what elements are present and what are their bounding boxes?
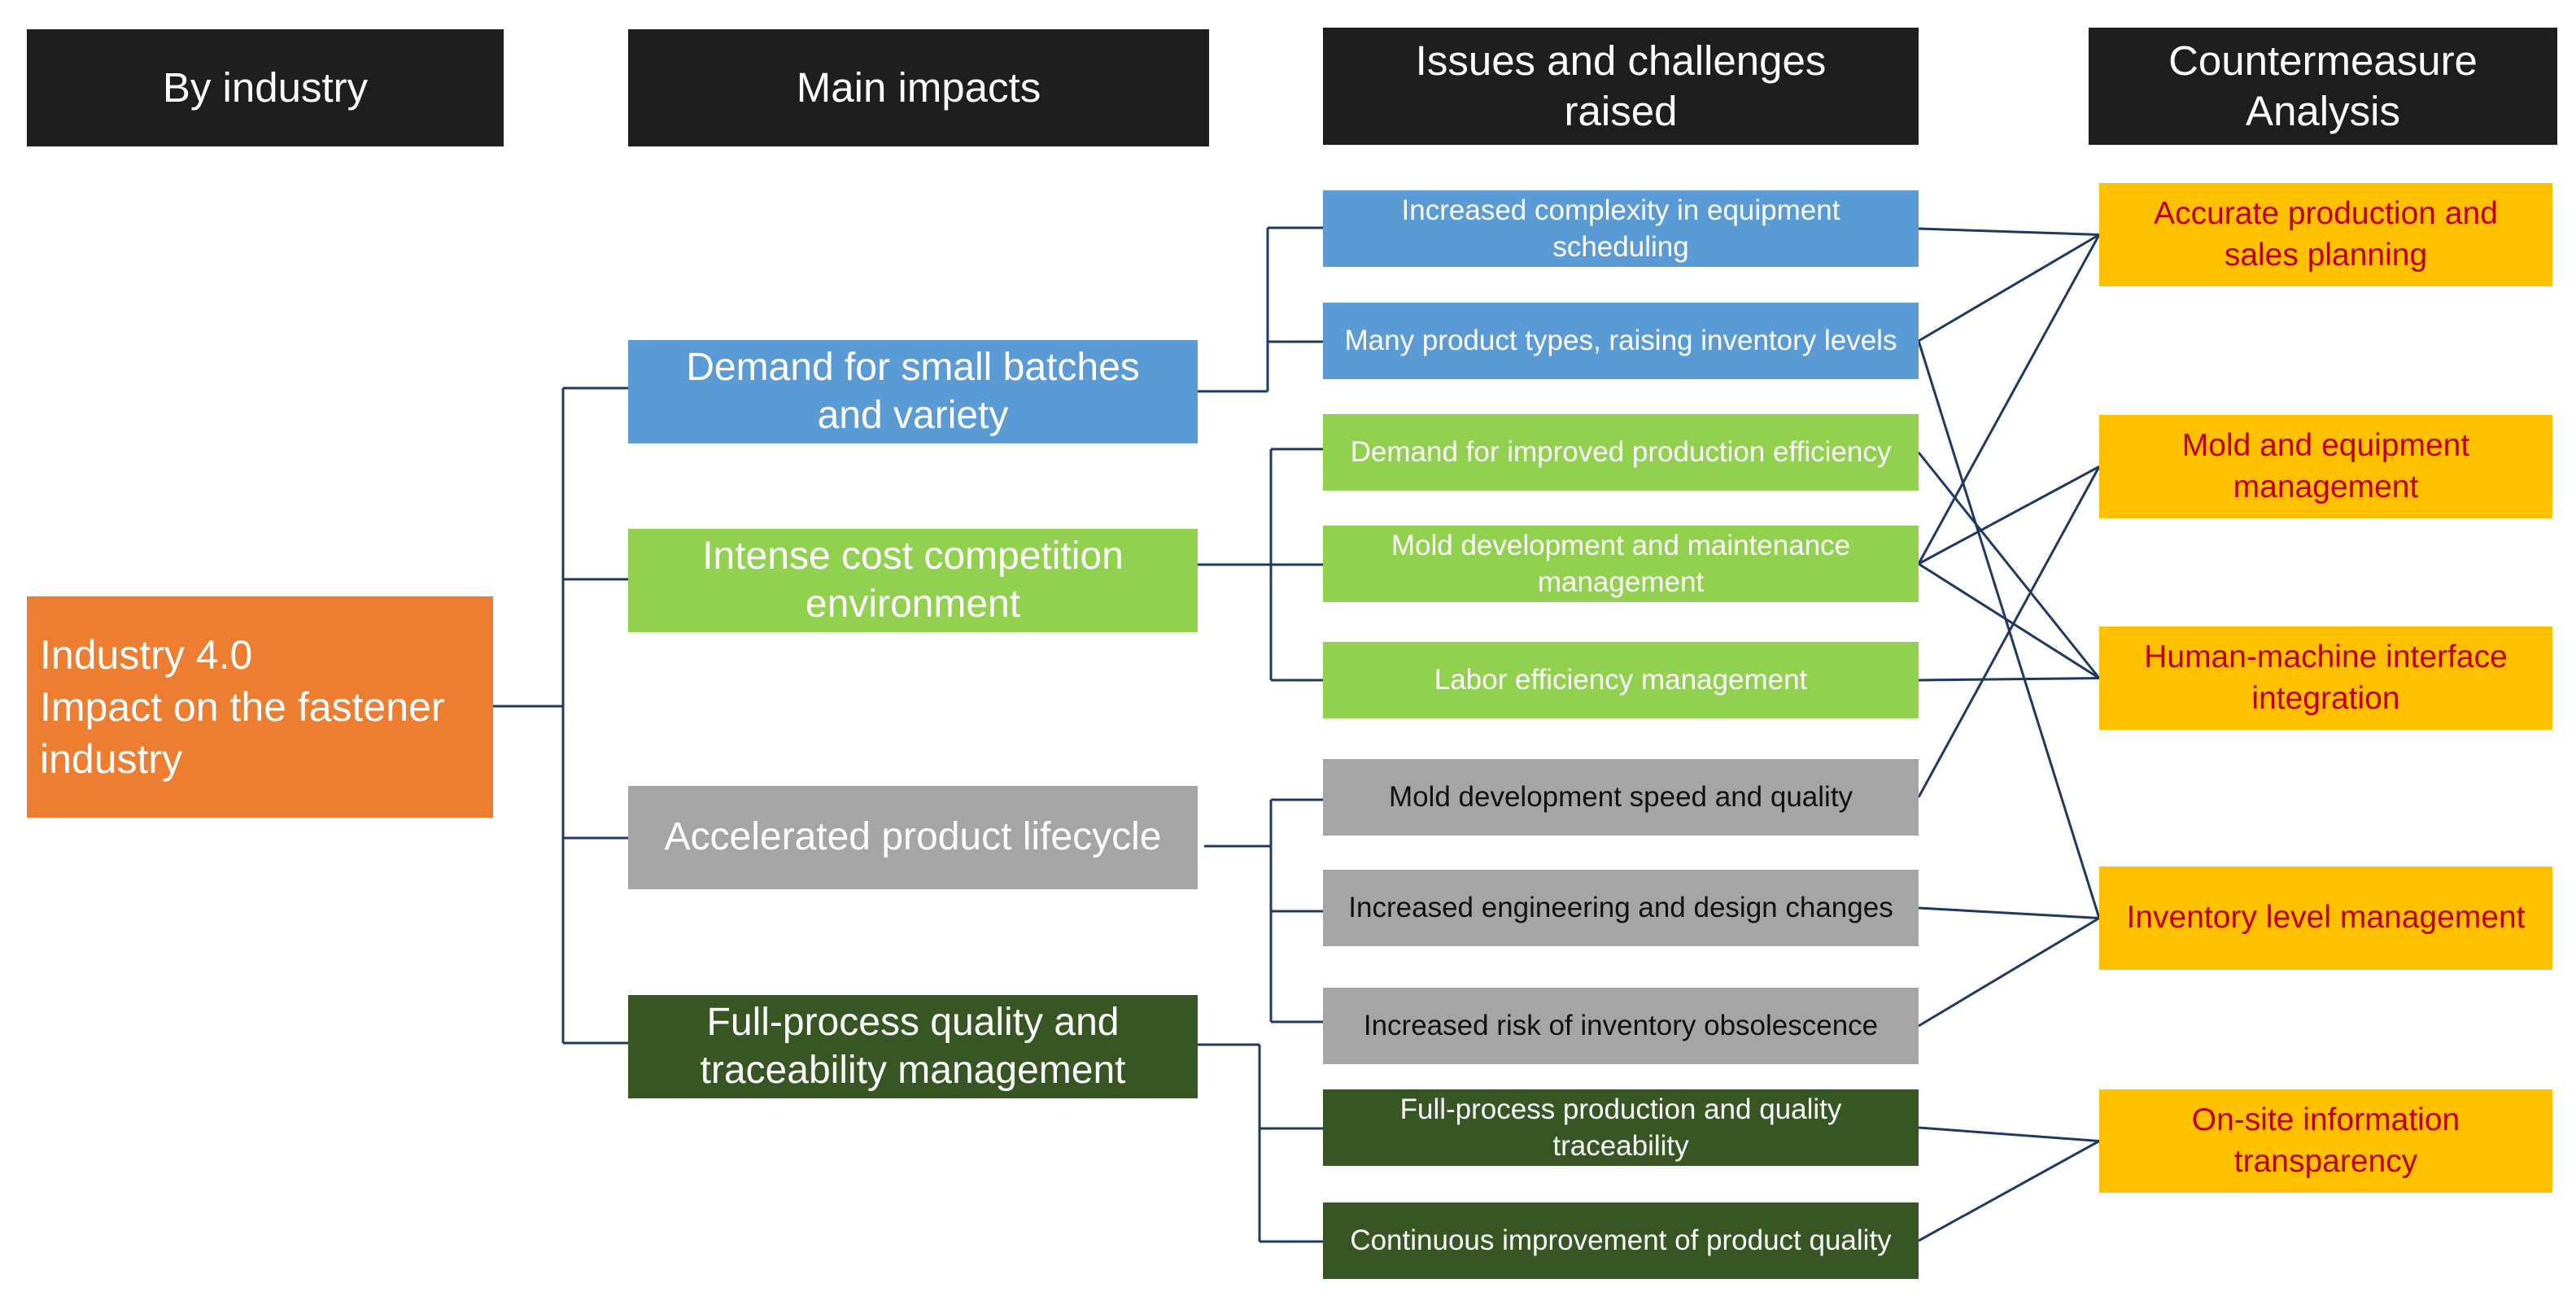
countermeasure-node-1: Mold and equipment management	[2099, 415, 2552, 518]
header-issues-text: Issues and challenges raised	[1415, 37, 1827, 134]
issue-label-9: Continuous improvement of product qualit…	[1350, 1224, 1892, 1257]
countermeasure-node-0: Accurate production and sales planning	[2099, 183, 2552, 286]
header-main-impacts: Main impacts	[628, 29, 1209, 146]
impact-node-2: Accelerated product lifecycle	[628, 786, 1198, 889]
link-issue1-countermeasure0	[1918, 234, 2100, 343]
link-issue7-countermeasure3	[1918, 917, 2100, 1028]
link-issue3-countermeasure1	[1918, 465, 2100, 565]
issue-node-6: Increased engineering and design changes	[1323, 870, 1919, 946]
countermeasure-label-3: Inventory level management	[2126, 900, 2526, 936]
link-issue0-countermeasure0	[1918, 227, 2100, 236]
issue-node-8: Full-process production and quality trac…	[1323, 1089, 1919, 1166]
countermeasure-label-4: On-site information transparency	[2191, 1102, 2460, 1179]
impact-label-0: Demand for small batches and variety	[686, 345, 1140, 437]
issue-label-1: Many product types, raising inventory le…	[1344, 325, 1897, 357]
issue-label-6: Increased engineering and design changes	[1348, 892, 1893, 924]
impact-label-3: Full-process quality and traceability ma…	[700, 1000, 1126, 1092]
root-line1: Industry 4.0	[40, 632, 253, 678]
issue-node-0: Increased complexity in equipment schedu…	[1323, 190, 1919, 267]
countermeasure-node-4: On-site information transparency	[2099, 1089, 2552, 1193]
issue-label-8: Full-process production and quality trac…	[1399, 1093, 1842, 1163]
issue-label-2: Demand for improved production efficienc…	[1350, 436, 1892, 469]
issue-label-7: Increased risk of inventory obsolescence	[1363, 1010, 1879, 1042]
header-countermeasures-text: Countermeasure Analysis	[2168, 37, 2478, 134]
impact-node-0: Demand for small batches and variety	[628, 340, 1198, 443]
impact-label-1: Intense cost competition environment	[702, 534, 1124, 626]
issue-node-4: Labor efficiency management	[1323, 642, 1919, 718]
issue-node-3: Mold development and maintenance managem…	[1323, 526, 1919, 602]
issue-label-4: Labor efficiency management	[1434, 664, 1808, 696]
countermeasure-label-2: Human-machine interface integration	[2144, 639, 2508, 716]
countermeasure-label-0: Accurate production and sales planning	[2154, 195, 2498, 273]
link-issue3-countermeasure2	[1918, 562, 2100, 679]
header-main-impacts-text: Main impacts	[796, 63, 1041, 111]
root-node: Industry 4.0 Impact on the fastener indu…	[27, 596, 493, 818]
link-issue6-countermeasure3	[1918, 906, 2100, 919]
issue-node-7: Increased risk of inventory obsolescence	[1323, 988, 1919, 1064]
issue-node-9: Continuous improvement of product qualit…	[1323, 1202, 1919, 1279]
link-issue8-countermeasure4	[1918, 1126, 2100, 1142]
root-node-text: Industry 4.0 Impact on the fastener indu…	[40, 629, 493, 785]
issue-node-5: Mold development speed and quality	[1323, 759, 1919, 836]
countermeasure-node-2: Human-machine interface integration	[2099, 626, 2552, 730]
header-countermeasures: Countermeasure Analysis	[2089, 28, 2557, 145]
issue-node-2: Demand for improved production efficienc…	[1323, 414, 1919, 491]
impact-label-2: Accelerated product lifecycle	[664, 815, 1162, 859]
link-issue9-countermeasure4	[1918, 1140, 2100, 1242]
link-issue2-countermeasure2	[1917, 452, 2101, 679]
header-issues: Issues and challenges raised	[1323, 28, 1919, 145]
issue-label-0: Increased complexity in equipment schedu…	[1401, 194, 1840, 264]
impact-node-3: Full-process quality and traceability ma…	[628, 995, 1198, 1098]
link-issue5-countermeasure1	[1917, 465, 2101, 798]
countermeasure-label-1: Mold and equipment management	[2181, 427, 2470, 504]
countermeasure-links	[1917, 227, 2101, 1242]
issue-node-1: Many product types, raising inventory le…	[1323, 303, 1919, 379]
issue-label-3: Mold development and maintenance managem…	[1391, 529, 1851, 599]
link-issue3-countermeasure0	[1917, 234, 2101, 565]
issue-label-5: Mold development speed and quality	[1388, 781, 1853, 814]
countermeasure-node-3: Inventory level management	[2099, 866, 2552, 970]
header-by-industry: By industry	[27, 29, 504, 146]
root-line2: Impact on the fastener industry	[40, 684, 445, 782]
link-issue4-countermeasure2	[1918, 677, 2100, 682]
header-by-industry-text: By industry	[162, 63, 369, 111]
impact-node-1: Intense cost competition environment	[628, 529, 1198, 632]
